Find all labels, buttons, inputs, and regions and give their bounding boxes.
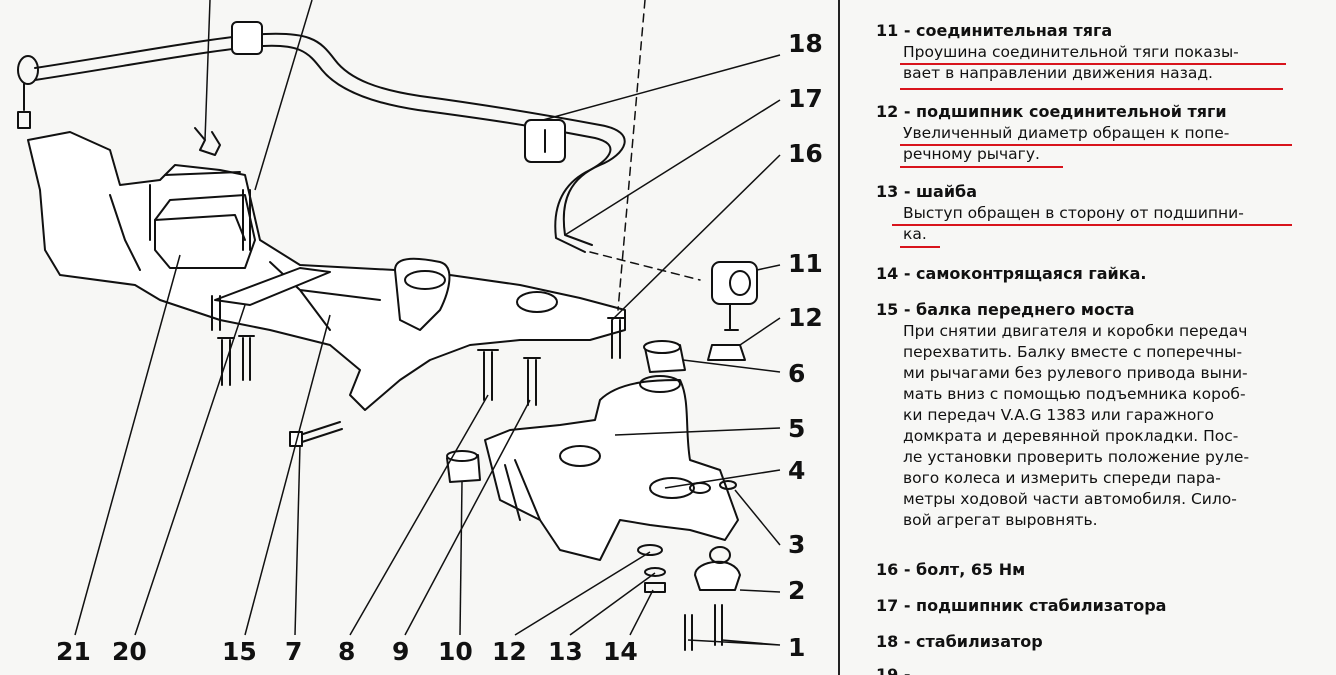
legend-entry-18: 18 - стабилизатор [876, 631, 1326, 653]
bolts [211, 189, 723, 651]
stabilizer-bearing [231, 21, 566, 163]
coupling-link [707, 261, 758, 361]
legend-note-line: метры ходовой части автомобиля. Сило- [903, 490, 1237, 508]
legend-note-line: вой агрегат выровнять. [903, 511, 1098, 529]
legend-entry-11: 11 - соединительная тяга Проушина соедин… [876, 20, 1326, 84]
legend-entry-19-cut: 19 - ... [876, 664, 1326, 675]
ball-joint-and-hardware [637, 480, 741, 593]
highlight-underline [900, 63, 1286, 65]
legend-note-line: вого колеса и измерить спереди пара- [903, 469, 1221, 487]
callout-8: 8 [338, 637, 355, 666]
legend-note-line: Выступ обращен в сторону от подшипни- [903, 204, 1244, 222]
legend-note-line: ки передач V.A.G 1383 или гаражного [903, 406, 1214, 424]
callout-14: 14 [603, 637, 638, 666]
legend-heading: 12 - подшипник соединительной тяги [876, 102, 1227, 121]
legend-heading: 14 - самоконтрящаяся гайка. [876, 264, 1147, 283]
callout-2: 2 [788, 576, 805, 605]
legend-heading: 16 - болт, 65 Нм [876, 560, 1026, 579]
bushings [446, 340, 686, 483]
legend-note: Выступ обращен в сторону от подшипни- ка… [876, 203, 1326, 245]
callout-3: 3 [788, 530, 805, 559]
legend-note-line: ка. [903, 225, 927, 243]
callout-20: 20 [112, 637, 147, 666]
exploded-suspension-diagram: 18 17 16 11 12 6 5 4 3 2 1 21 20 15 7 8 … [17, 0, 823, 666]
highlight-underline [900, 144, 1292, 146]
callout-11: 11 [788, 249, 823, 278]
legend-note-line: домкрата и деревянной прокладки. Пос- [903, 427, 1239, 445]
legend-entry-14: 14 - самоконтрящаяся гайка. [876, 263, 1326, 285]
legend-note: Проушина соединительной тяги показы- вае… [876, 42, 1326, 84]
legend-heading: 17 - подшипник стабилизатора [876, 596, 1167, 615]
legend-note-line: перехватить. Балку вместе с поперечны- [903, 343, 1243, 361]
stabilizer-bar [17, 32, 626, 253]
callout-5: 5 [788, 414, 805, 443]
callout-7: 7 [285, 637, 302, 666]
highlight-underline [900, 88, 1283, 90]
highlight-underline [900, 166, 1063, 168]
legend-entry-12: 12 - подшипник соединительной тяги Увели… [876, 101, 1326, 165]
callout-16: 16 [788, 139, 823, 168]
legend-note-line: Проушина соединительной тяги показы- [903, 43, 1239, 61]
callout-4: 4 [788, 456, 805, 485]
callout-6: 6 [788, 359, 805, 388]
legend-note: При снятии двигателя и коробки передач п… [876, 321, 1326, 531]
legend-heading: 19 - ... [876, 665, 935, 675]
legend-note-line: вает в направлении движения назад. [903, 64, 1213, 82]
callout-12-bottom: 12 [492, 637, 527, 666]
callout-10: 10 [438, 637, 473, 666]
callout-12-link-bearing: 12 [788, 303, 823, 332]
legend-note-line: ле установки проверить положение руле- [903, 448, 1250, 466]
legend-note-line: мать вниз с помощью подъемника короб- [903, 385, 1246, 403]
leader-lines [74, 0, 781, 646]
legend-note-line: При снятии двигателя и коробки передач [903, 322, 1248, 340]
legend-note: Увеличенный диаметр обращен к попе- речн… [876, 123, 1326, 165]
legend-heading: 15 - балка переднего моста [876, 300, 1135, 319]
callout-13: 13 [548, 637, 583, 666]
parts-legend: 11 - соединительная тяга Проушина соедин… [848, 0, 1336, 675]
callout-21: 21 [56, 637, 91, 666]
highlight-underline [900, 246, 940, 248]
legend-entry-15: 15 - балка переднего моста При снятии дв… [876, 299, 1326, 531]
callout-1: 1 [788, 633, 805, 662]
legend-heading: 11 - соединительная тяга [876, 21, 1113, 40]
legend-entry-13: 13 - шайба Выступ обращен в сторону от п… [876, 181, 1326, 245]
callout-17: 17 [788, 84, 823, 113]
callout-9: 9 [392, 637, 409, 666]
highlight-underline [892, 224, 1292, 226]
legend-heading: 13 - шайба [876, 182, 978, 201]
callout-18: 18 [788, 29, 823, 58]
column-divider [838, 0, 840, 675]
legend-note-line: речному рычагу. [903, 145, 1040, 163]
legend-note-line: ми рычагами без рулевого привода выни- [903, 364, 1248, 382]
control-arm [484, 375, 739, 561]
legend-note-line: Увеличенный диаметр обращен к попе- [903, 124, 1230, 142]
bracket-plate [214, 267, 331, 306]
legend-heading: 18 - стабилизатор [876, 632, 1043, 651]
legend-entry-17: 17 - подшипник стабилизатора [876, 595, 1326, 617]
clip [194, 127, 221, 156]
callout-15: 15 [222, 637, 257, 666]
legend-entry-16: 16 - болт, 65 Нм [876, 559, 1326, 581]
